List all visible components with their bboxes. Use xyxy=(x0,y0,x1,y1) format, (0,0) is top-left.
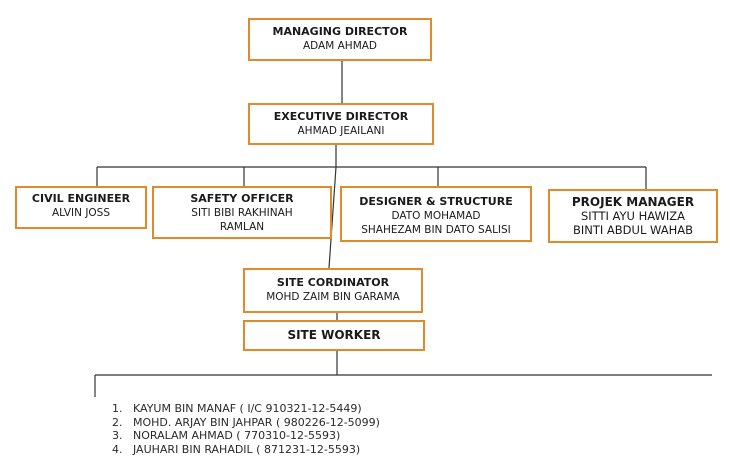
role-title: DESIGNER & STRUCTURE xyxy=(359,195,513,208)
role-title: PROJEK MANAGER xyxy=(571,195,695,209)
person-name-line1: DATO MOHAMAD xyxy=(391,210,481,222)
person-name: ADAM AHMAD xyxy=(302,40,378,52)
box-safety-officer: SAFETY OFFICER SITI BIBI RAKHINAH RAMLAN xyxy=(152,186,332,239)
person-name: MOHD ZAIM BIN GARAMA xyxy=(266,291,400,303)
worker-item: 3.NORALAM AHMAD ( 770310-12-5593) xyxy=(112,429,341,442)
role-title: SITE WORKER xyxy=(287,328,381,342)
box-projek-manager: PROJEK MANAGER SITTI AYU HAWIZA BINTI AB… xyxy=(548,189,718,243)
role-title: SAFETY OFFICER xyxy=(190,192,294,205)
person-name-line2: BINTI ABDUL WAHAB xyxy=(572,223,694,237)
person-name-line2: RAMLAN xyxy=(219,221,265,233)
box-site-cordinator: SITE CORDINATOR MOHD ZAIM BIN GARAMA xyxy=(243,268,423,313)
worker-item: 1.KAYUM BIN MANAF ( I/C 910321-12-5449) xyxy=(112,402,362,415)
box-designer-structure: DESIGNER & STRUCTURE DATO MOHAMAD SHAHEZ… xyxy=(340,186,532,242)
role-title: SITE CORDINATOR xyxy=(276,276,390,289)
role-title: EXECUTIVE DIRECTOR xyxy=(273,110,409,123)
person-name-line1: SITTI AYU HAWIZA xyxy=(580,209,686,223)
person-name: ALVIN JOSS xyxy=(51,207,111,219)
box-executive-director: EXECUTIVE DIRECTOR AHMAD JEAILANI xyxy=(248,103,434,145)
box-civil-engineer: CIVIL ENGINEER ALVIN JOSS xyxy=(15,186,147,229)
role-title: CIVIL ENGINEER xyxy=(31,192,131,205)
person-name: AHMAD JEAILANI xyxy=(297,125,385,137)
box-site-worker: SITE WORKER xyxy=(243,320,425,351)
role-title: MANAGING DIRECTOR xyxy=(272,25,408,38)
person-name-line2: SHAHEZAM BIN DATO SALISI xyxy=(361,224,511,236)
person-name-line1: SITI BIBI RAKHINAH xyxy=(191,207,293,219)
box-managing-director: MANAGING DIRECTOR ADAM AHMAD xyxy=(248,18,432,61)
connector-to-cordinator xyxy=(328,166,337,269)
worker-list: 1.KAYUM BIN MANAF ( I/C 910321-12-5449) … xyxy=(112,402,380,456)
worker-item: 4.JAUHARI BIN RAHADIL ( 871231-12-5593) xyxy=(112,442,361,456)
worker-item: 2.MOHD. ARJAY BIN JAHPAR ( 980226-12-509… xyxy=(112,415,380,429)
